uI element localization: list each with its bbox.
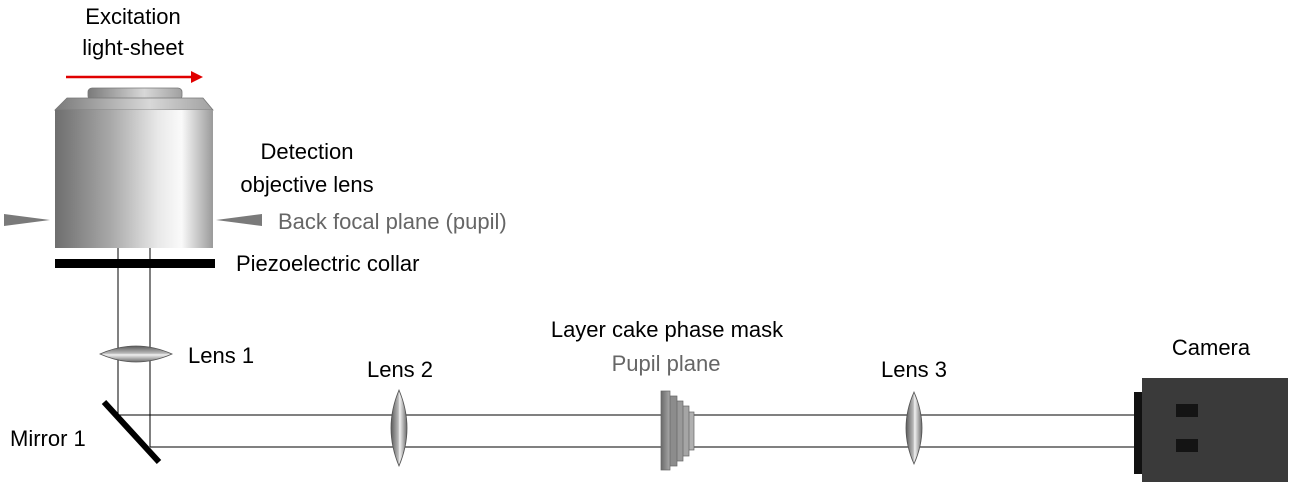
detection-objective bbox=[54, 87, 214, 248]
pupil-plane-label: Pupil plane bbox=[612, 351, 721, 376]
back-focal-plane-marker-right bbox=[216, 214, 262, 226]
lens-1-label: Lens 1 bbox=[188, 343, 254, 368]
detection-label-line2: objective lens bbox=[240, 172, 373, 197]
camera bbox=[1134, 378, 1288, 482]
excitation-arrow bbox=[66, 71, 203, 83]
lens-2 bbox=[390, 388, 408, 468]
lens-2-label: Lens 2 bbox=[367, 357, 433, 382]
excitation-label-line1: Excitation bbox=[85, 4, 180, 29]
lens-1 bbox=[99, 345, 173, 363]
lens-3 bbox=[905, 391, 923, 465]
mirror-1 bbox=[101, 399, 162, 465]
mirror-1-label: Mirror 1 bbox=[10, 426, 86, 451]
piezo-collar bbox=[55, 259, 215, 268]
detection-label-line1: Detection bbox=[261, 139, 354, 164]
excitation-label-line2: light-sheet bbox=[82, 35, 184, 60]
camera-label: Camera bbox=[1172, 335, 1251, 360]
piezo-collar-label: Piezoelectric collar bbox=[236, 251, 419, 276]
phase-mask-label: Layer cake phase mask bbox=[551, 317, 784, 342]
lens-3-label: Lens 3 bbox=[881, 357, 947, 382]
phase-mask bbox=[660, 390, 695, 471]
back-focal-plane-marker-left bbox=[4, 214, 50, 226]
back-focal-plane-label: Back focal plane (pupil) bbox=[278, 209, 507, 234]
